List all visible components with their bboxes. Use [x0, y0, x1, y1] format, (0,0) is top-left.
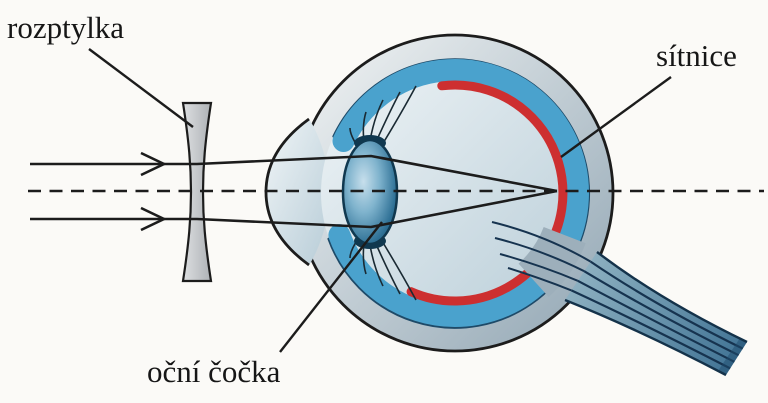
optic-nerve-stripes: [570, 260, 744, 370]
optic-nerve-upper-edge: [596, 251, 748, 344]
ray-arrowhead-bottom: [140, 206, 168, 232]
optic-nerve-cut-end: [718, 338, 747, 375]
choroid-arc: [328, 59, 589, 327]
optic-nerve: [565, 252, 747, 375]
light-ray-bottom: [30, 189, 558, 229]
optic-nerve-collar: [518, 227, 586, 297]
light-ray-top: [30, 154, 558, 193]
label-eye-lens: oční čočka: [147, 354, 281, 389]
label-retina: sítnice: [656, 38, 737, 73]
light-rays: [30, 151, 558, 232]
pointer-line-retina: [560, 76, 672, 158]
label-diverging-lens: rozptylka: [7, 10, 124, 45]
retina-arc: [406, 80, 568, 306]
optic-nerve-lower-edge: [564, 298, 727, 377]
nerve-fiber-fan: [491, 221, 592, 292]
pointer-line-diverging-lens: [88, 48, 194, 128]
ray-arrowhead-top: [140, 151, 168, 177]
pointer-line-eye-lens: [279, 221, 383, 353]
